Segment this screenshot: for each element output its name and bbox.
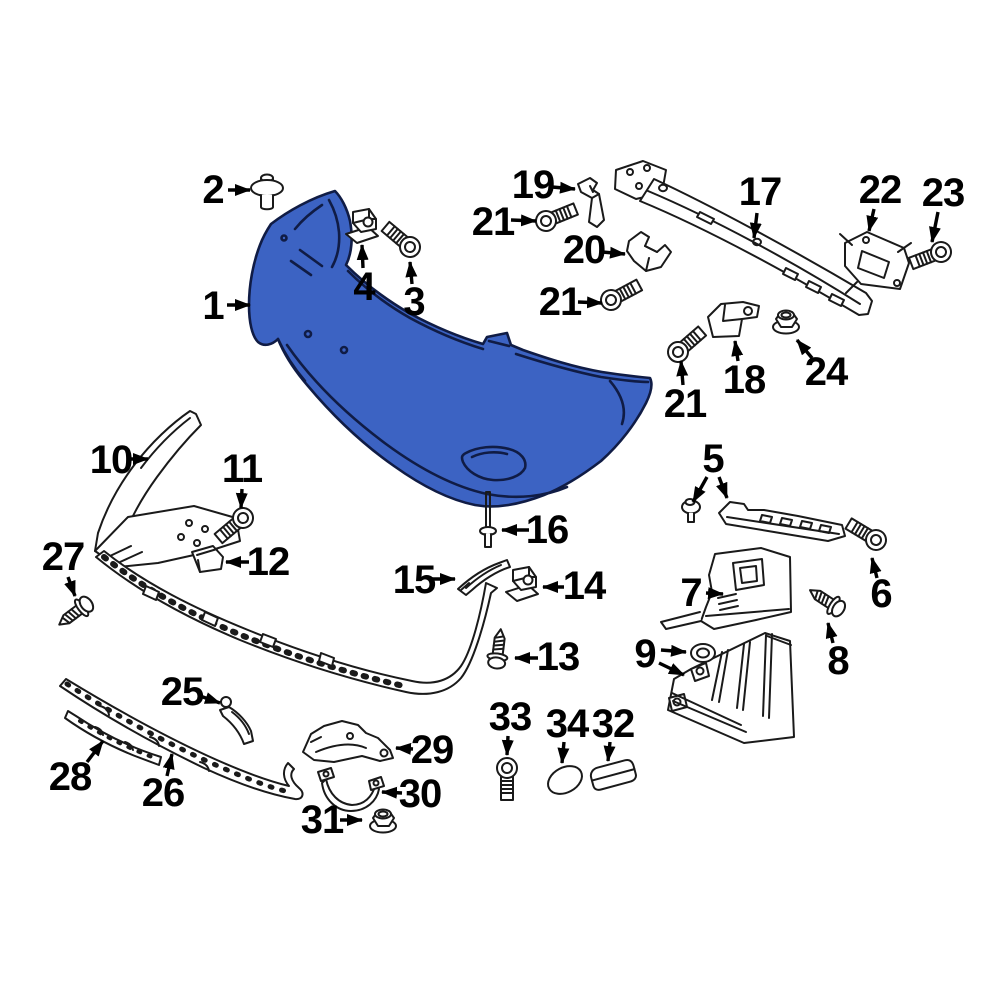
callout-11-label: 11 bbox=[221, 447, 263, 491]
callout-14-label: 14 bbox=[562, 564, 606, 608]
callout-7-arrow bbox=[705, 587, 724, 600]
callout-21-label: 21 bbox=[538, 280, 582, 324]
part-22-bracket bbox=[840, 232, 911, 293]
part-30-strap-bracket bbox=[318, 768, 384, 811]
callout-6-arrow bbox=[869, 557, 882, 579]
part-15-guide-bracket bbox=[458, 560, 510, 595]
callout-23-arrow bbox=[929, 211, 941, 243]
part-17-impact-bar bbox=[615, 161, 872, 315]
part-9-splash-shield bbox=[668, 633, 794, 743]
part-28-step-strip bbox=[65, 711, 161, 765]
callout-31-label: 31 bbox=[300, 798, 344, 842]
part-7-side-support-bracket bbox=[661, 548, 791, 629]
callout-19-arrow bbox=[551, 181, 576, 194]
callout-5-arrow bbox=[691, 476, 709, 503]
callout-29-arrow bbox=[395, 742, 414, 755]
callout-28-label: 28 bbox=[48, 755, 92, 799]
callout-8-arrow bbox=[825, 622, 838, 644]
callout-20-arrow bbox=[601, 246, 626, 259]
callout-32-label: 32 bbox=[591, 702, 635, 746]
callout-33-arrow bbox=[501, 735, 514, 756]
callout-6-label: 6 bbox=[870, 572, 892, 616]
part-26-lower-molding bbox=[60, 679, 302, 799]
callout-19-label: 19 bbox=[511, 163, 555, 207]
callout-18-arrow bbox=[731, 340, 744, 362]
callout-9-label: 9 bbox=[634, 632, 656, 676]
callout-16-label: 16 bbox=[525, 508, 569, 552]
callout-26-arrow bbox=[162, 753, 175, 777]
callout-5-label: 5 bbox=[702, 437, 724, 481]
callout-9-arrow bbox=[660, 644, 687, 657]
callout-25-arrow bbox=[199, 692, 221, 705]
callout-26-label: 26 bbox=[141, 771, 185, 815]
callout-3-arrow bbox=[405, 261, 418, 285]
callout-7-label: 7 bbox=[680, 571, 702, 615]
callout-11-arrow bbox=[235, 488, 248, 509]
callout-3-label: 3 bbox=[403, 280, 425, 324]
callout-29-label: 29 bbox=[410, 728, 454, 772]
callout-27-arrow bbox=[64, 576, 77, 597]
callout-4-label: 4 bbox=[353, 265, 375, 309]
part-34-pad bbox=[543, 761, 587, 800]
callout-24-arrow bbox=[795, 338, 814, 360]
part-12-clip bbox=[192, 546, 223, 572]
callout-5-arrow bbox=[716, 476, 729, 499]
callout-2-label: 2 bbox=[202, 168, 224, 212]
callout-22-arrow bbox=[866, 208, 879, 232]
callout-4-arrow bbox=[356, 244, 369, 269]
callout-17-label: 17 bbox=[738, 170, 782, 214]
callout-34-arrow bbox=[557, 741, 570, 764]
callout-21-label: 21 bbox=[663, 382, 707, 426]
callout-15-label: 15 bbox=[392, 558, 436, 602]
callout-20-label: 20 bbox=[562, 228, 606, 272]
callout-21-arrow bbox=[676, 360, 689, 386]
part-32-cap bbox=[589, 759, 637, 792]
part-20-bracket bbox=[627, 232, 671, 271]
callout-1-label: 1 bbox=[202, 284, 224, 328]
part-19-bracket bbox=[578, 178, 604, 227]
part-16-pin bbox=[480, 492, 496, 547]
callout-18-label: 18 bbox=[722, 358, 766, 402]
callout-10-label: 10 bbox=[89, 438, 133, 482]
callout-8-label: 8 bbox=[827, 639, 849, 683]
callout-30-arrow bbox=[381, 786, 403, 799]
callout-30-label: 30 bbox=[398, 772, 442, 816]
callout-9-arrow bbox=[658, 661, 685, 677]
callout-22-label: 22 bbox=[858, 168, 902, 212]
callout-13-label: 13 bbox=[536, 635, 580, 679]
part-25-bracket bbox=[220, 697, 253, 744]
part-1-bumper-cover-highlighted bbox=[249, 191, 651, 506]
callout-21-arrow bbox=[510, 214, 537, 227]
callout-32-arrow bbox=[603, 741, 616, 762]
callout-34-label: 34 bbox=[545, 702, 589, 746]
callout-12-label: 12 bbox=[246, 540, 290, 584]
callout-33-label: 33 bbox=[488, 695, 532, 739]
callout-28-arrow bbox=[85, 739, 105, 764]
callout-21-label: 21 bbox=[471, 200, 515, 244]
callout-17-arrow bbox=[749, 212, 762, 239]
callout-21-arrow bbox=[577, 296, 603, 309]
part-5-side-rail-and-clip bbox=[681, 498, 845, 541]
callout-27-label: 27 bbox=[41, 535, 85, 579]
part-18-bracket bbox=[708, 302, 759, 337]
part-29-cover-bracket bbox=[303, 721, 393, 762]
callout-23-label: 23 bbox=[921, 171, 965, 215]
callout-25-label: 25 bbox=[160, 670, 204, 714]
callout-24-label: 24 bbox=[804, 350, 848, 394]
